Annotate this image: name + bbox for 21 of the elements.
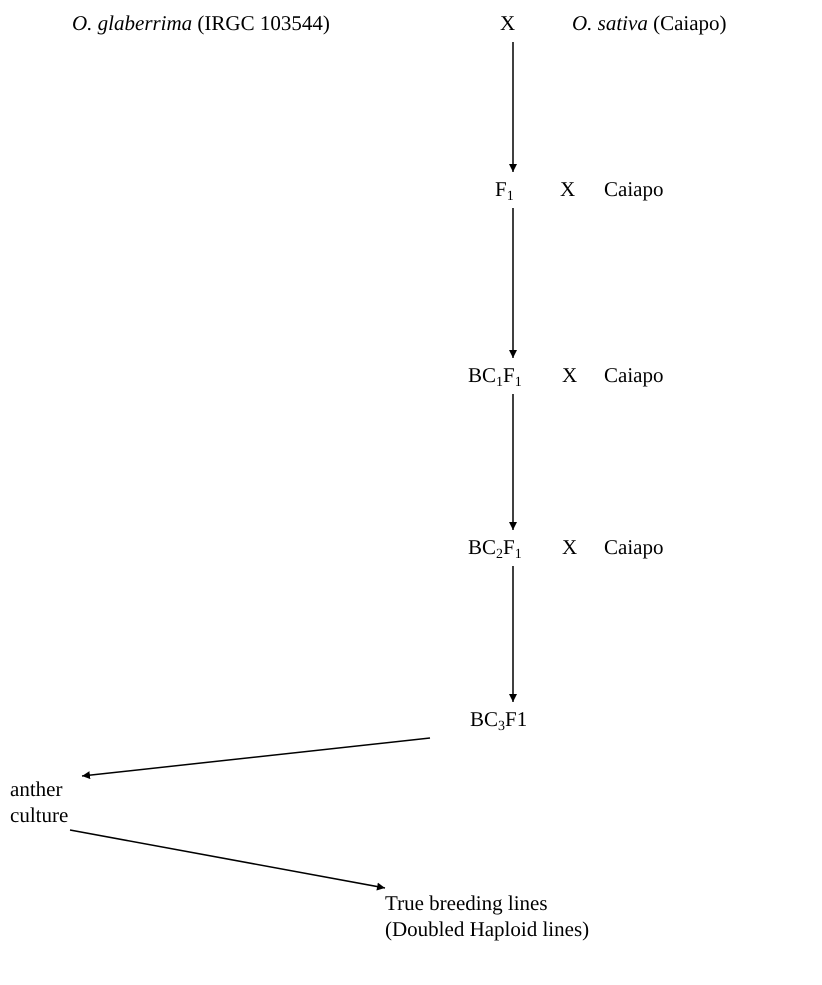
arrow <box>509 208 517 358</box>
cross-parent-label: BC$_{2}$F$_{1}$ <box>468 534 522 560</box>
generation-label: True breeding lines (Doubled Haploid lines) <box>385 890 590 942</box>
arrow <box>509 42 517 172</box>
generation-label: anther culture <box>10 776 70 828</box>
cross-parent-label: Caiapo <box>604 534 664 560</box>
cross-sign: X <box>562 362 578 388</box>
arrow <box>509 566 517 702</box>
cross-sign: X <box>560 176 576 202</box>
generation-label: BC$_{3}$F1 <box>470 706 528 732</box>
cross-sign: X <box>562 534 578 560</box>
cross-parent-label: F$_{1}$ <box>495 176 514 202</box>
cross-parent-label: O. glaberrima (IRGC 103544) <box>72 10 330 36</box>
cross-parent-label: Caiapo <box>604 362 664 388</box>
cross-sign: X <box>500 10 516 36</box>
cross-parent-label: BC$_{1}$F$_{1}$ <box>468 362 522 388</box>
arrow <box>509 394 517 530</box>
arrow <box>82 737 430 780</box>
arrow <box>70 829 386 890</box>
cross-parent-label: O. sativa (Caiapo) <box>572 10 727 36</box>
cross-parent-label: Caiapo <box>604 176 664 202</box>
